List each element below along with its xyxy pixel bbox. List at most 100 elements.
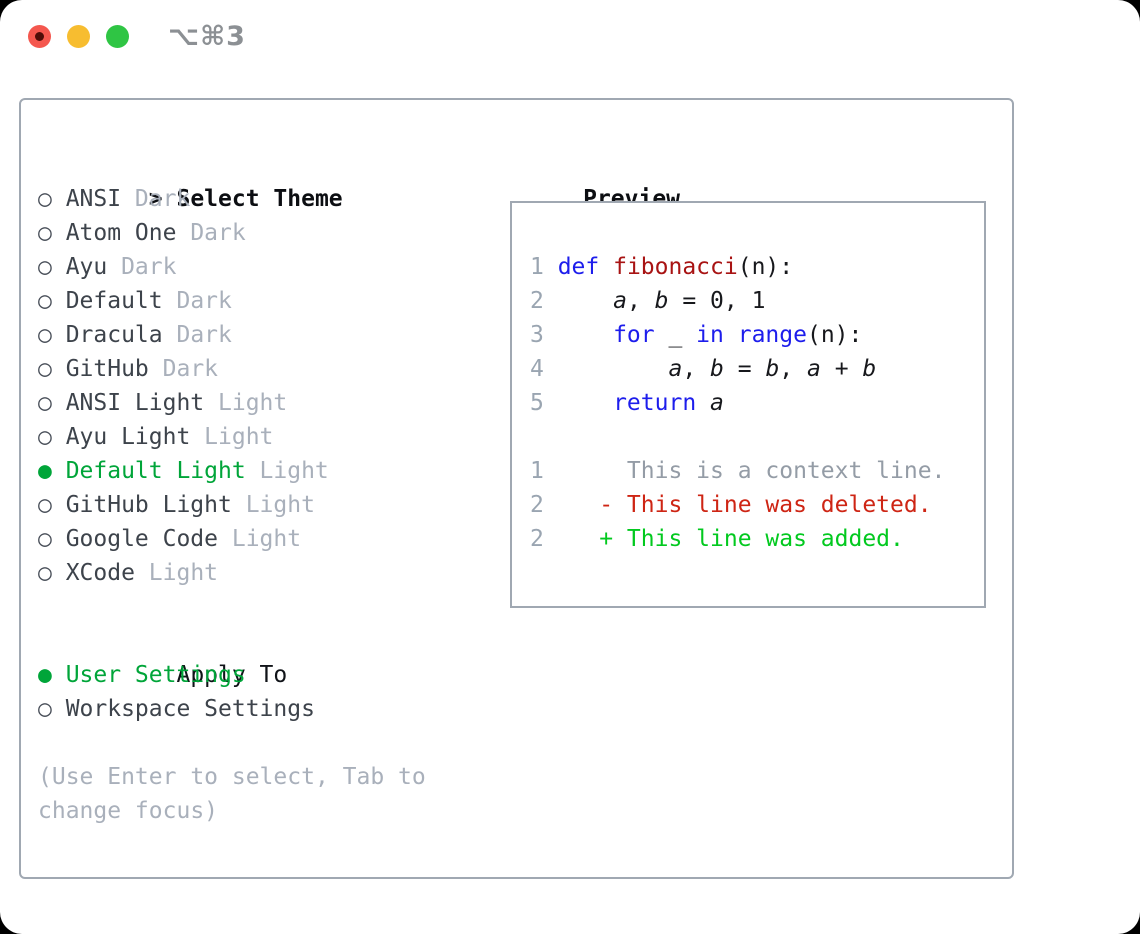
- apply-option-user-settings[interactable]: ● User Settings: [38, 658, 315, 692]
- code-segment: for: [613, 322, 655, 348]
- theme-name: Ayu: [65, 254, 108, 280]
- line-number: 2: [530, 288, 544, 314]
- traffic-light-minimize-button[interactable]: [67, 25, 90, 48]
- code-segment: a: [613, 288, 627, 314]
- radio-unselected-icon: ○: [38, 220, 52, 246]
- theme-variant-tag: Dark: [134, 186, 191, 212]
- radio-unselected-icon: ○: [38, 424, 52, 450]
- code-line: 2 - This line was deleted.: [530, 488, 945, 522]
- theme-variant-tag: Light: [204, 424, 274, 450]
- theme-variant-tag: Dark: [176, 322, 232, 348]
- help-text: (Use Enter to select, Tab to change focu…: [38, 764, 440, 824]
- code-segment: b: [862, 356, 877, 382]
- code-segment: (n):: [806, 322, 863, 348]
- code-segment: This is a context line.: [557, 458, 946, 484]
- theme-variant-tag: Light: [231, 526, 302, 552]
- theme-option-atom-one[interactable]: ○ Atom One Dark: [38, 216, 343, 250]
- theme-name: GitHub Light: [65, 492, 232, 518]
- apply-option-workspace-settings[interactable]: ○ Workspace Settings: [38, 692, 315, 726]
- theme-option-google-code[interactable]: ○ Google Code Light: [38, 522, 343, 556]
- code-segment: a: [807, 356, 821, 382]
- apply-option-label: User Settings: [65, 662, 246, 688]
- code-segment: _: [654, 322, 697, 348]
- theme-name: XCode: [65, 560, 135, 586]
- line-number: 3: [530, 322, 544, 348]
- theme-list-title: Select Theme: [176, 186, 343, 212]
- line-number: 1: [530, 458, 544, 484]
- code-line: 1 This is a context line.: [530, 454, 945, 488]
- code-segment: b: [710, 356, 724, 382]
- theme-variant-tag: Light: [259, 458, 329, 484]
- line-number: 5: [530, 390, 544, 416]
- radio-unselected-icon: ○: [38, 696, 52, 722]
- code-segment: =: [723, 356, 766, 382]
- theme-variant-tag: Dark: [190, 220, 246, 246]
- code-line: 2 a, b = 0, 1: [530, 284, 945, 318]
- theme-name: Atom One: [65, 220, 177, 246]
- radio-unselected-icon: ○: [38, 322, 52, 348]
- theme-option-ayu-light[interactable]: ○ Ayu Light Light: [38, 420, 343, 454]
- radio-unselected-icon: ○: [38, 526, 52, 552]
- code-line: 3 for _ in range(n):: [530, 318, 945, 352]
- code-line: 5 return a: [530, 386, 945, 420]
- traffic-light-close-button[interactable]: [28, 25, 51, 48]
- theme-name: ANSI: [65, 186, 122, 212]
- theme-name: Default Light: [65, 458, 246, 484]
- code-line: [530, 420, 945, 454]
- code-segment: (n):: [737, 254, 794, 280]
- code-segment: +: [820, 356, 863, 382]
- apply-to-section: Apply To ● User Settings ○ Workspace Settin…: [38, 624, 315, 726]
- code-segment: return: [613, 390, 697, 416]
- cursor-prefix-icon: >: [148, 186, 163, 212]
- code-segment: ,: [779, 356, 807, 382]
- theme-variant-tag: Dark: [121, 254, 177, 280]
- code-segment: [724, 322, 738, 348]
- code-segment: ,: [682, 356, 711, 382]
- theme-option-ansi[interactable]: ○ ANSI Dark: [38, 182, 343, 216]
- apply-to-title-row: Apply To: [38, 624, 315, 688]
- code-segment: b: [765, 356, 780, 382]
- code-segment: ,: [626, 288, 655, 314]
- radio-selected-icon: ●: [38, 458, 52, 484]
- titlebar: ⌥⌘3: [0, 0, 1140, 78]
- radio-unselected-icon: ○: [38, 356, 52, 382]
- radio-unselected-icon: ○: [38, 560, 52, 586]
- apply-option-label: Workspace Settings: [65, 696, 315, 722]
- line-number: 4: [530, 356, 544, 382]
- theme-name: Google Code: [65, 526, 219, 552]
- radio-unselected-icon: ○: [38, 492, 52, 518]
- code-line: 2 + This line was added.: [530, 522, 945, 556]
- code-segment: = 0, 1: [668, 288, 766, 314]
- code-segment: + This line was added.: [557, 526, 904, 552]
- code-segment: fibonacci: [613, 254, 738, 280]
- theme-variant-tag: Dark: [162, 356, 219, 382]
- radio-unselected-icon: ○: [38, 254, 52, 280]
- traffic-light-zoom-button[interactable]: [106, 25, 129, 48]
- theme-option-ayu[interactable]: ○ Ayu Dark: [38, 250, 343, 284]
- theme-name: ANSI Light: [65, 390, 205, 416]
- radio-unselected-icon: ○: [38, 186, 52, 212]
- theme-variant-tag: Dark: [176, 288, 232, 314]
- theme-name: Default: [65, 288, 163, 314]
- theme-option-default-light[interactable]: ● Default Light Light: [38, 454, 343, 488]
- code-segment: [558, 356, 669, 382]
- code-segment: - This line was deleted.: [557, 492, 932, 518]
- theme-name: Ayu Light: [65, 424, 191, 450]
- code-segment: [599, 254, 613, 280]
- line-number: 2: [530, 526, 544, 552]
- apply-to-title: Apply To: [176, 662, 288, 688]
- preview-title-row: Preview: [500, 148, 680, 212]
- radio-selected-icon: ●: [38, 662, 52, 688]
- code-segment: a: [710, 390, 724, 416]
- theme-list-title-row: > Select Theme: [38, 148, 343, 212]
